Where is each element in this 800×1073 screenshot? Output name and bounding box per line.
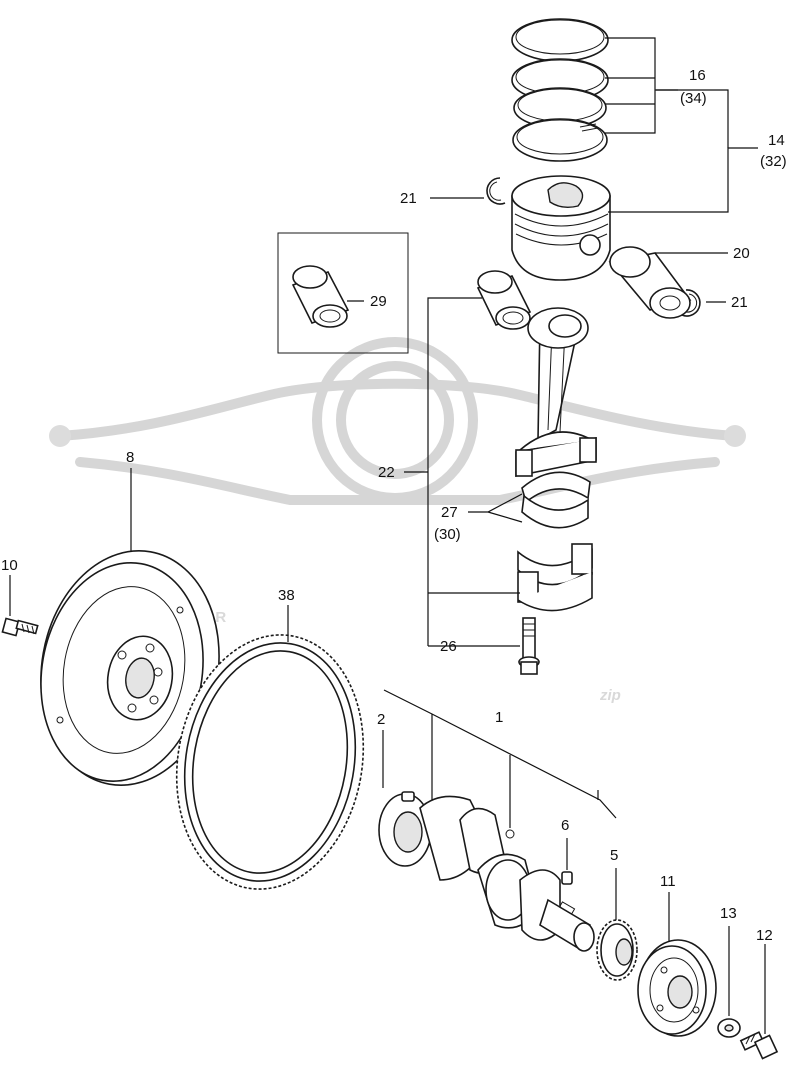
callout-26: 26 [440,638,457,655]
callout-10: 10 [1,557,18,574]
rod-cap-icon [517,543,593,612]
bushing-icon [476,270,532,330]
callout-29: 29 [370,293,387,310]
flywheel-icon [40,549,220,787]
callout-16-alt: (34) [680,90,707,107]
leader-1-group [383,689,617,839]
callout-1: 1 [495,709,503,726]
connecting-rod-icon [515,307,597,477]
crank-gear-icon [596,919,638,981]
pulley-icon [637,939,717,1037]
callout-8: 8 [126,449,134,466]
washer-icon [717,1018,741,1038]
leader-27 [468,493,523,523]
callout-21-right: 21 [731,294,748,311]
watermark-script: zip [599,687,621,704]
callout-6: 6 [561,817,569,834]
callout-38: 38 [278,587,295,604]
circlip-icon [486,177,506,205]
callout-13: 13 [720,905,737,922]
bearing-shell-icon [521,471,591,529]
key-icon [561,871,573,885]
callout-21-top: 21 [400,190,417,207]
ring-gear-icon [175,634,365,890]
callout-14-alt: (32) [760,153,787,170]
callout-27-alt: (30) [434,526,461,543]
bolt-icon [1,617,39,637]
bushing-icon [291,265,350,328]
watermark-scooter-logo-icon [49,337,746,505]
callout-16: 16 [689,67,706,84]
watermark: SCOOTER zip [49,337,746,704]
leader-16 [605,37,678,134]
callout-12: 12 [756,927,773,944]
dowel-pin-icon [401,791,415,802]
leader-22-group [404,297,520,647]
piston-icon [511,175,611,281]
piston-ring-icon [511,18,609,162]
bolt-icon [739,1031,779,1060]
callout-14: 14 [768,132,785,149]
callout-27: 27 [441,504,458,521]
rod-bolt-icon [518,617,540,675]
piston-pin-icon [608,246,692,319]
bushing-inset-frame [277,232,409,354]
callout-20: 20 [733,245,750,262]
callout-11: 11 [660,873,676,890]
leader-14 [608,89,758,213]
crankshaft-icon [378,793,595,952]
callout-2: 2 [377,711,385,728]
callout-5: 5 [610,847,618,864]
callout-22: 22 [378,464,395,481]
